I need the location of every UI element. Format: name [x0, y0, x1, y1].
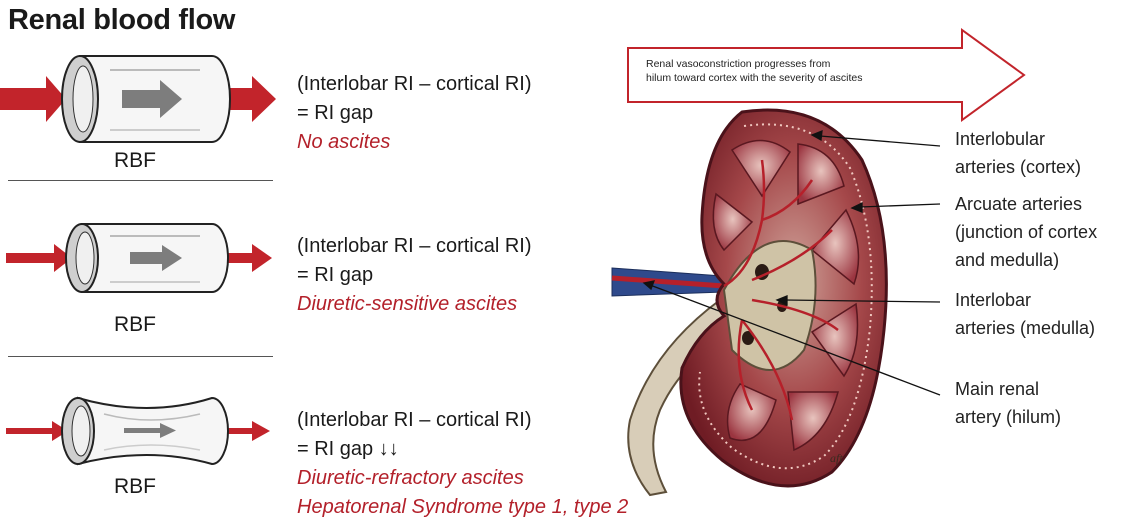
label-line: (junction of cortex: [955, 218, 1097, 246]
label-line: arteries (cortex): [955, 153, 1081, 181]
label-arcuate-arteries: Arcuate arteries (junction of cortex and…: [955, 190, 1097, 274]
label-line: Arcuate arteries: [955, 190, 1097, 218]
label-line: artery (hilum): [955, 403, 1061, 431]
label-line: Main renal: [955, 375, 1061, 403]
label-main-renal-artery: Main renal artery (hilum): [955, 375, 1061, 431]
label-line: arteries (medulla): [955, 314, 1095, 342]
label-line: Interlobular: [955, 125, 1081, 153]
label-line: Interlobar: [955, 286, 1095, 314]
label-line: and medulla): [955, 246, 1097, 274]
label-interlobar-arteries: Interlobar arteries (medulla): [955, 286, 1095, 342]
label-interlobular-arteries: Interlobular arteries (cortex): [955, 125, 1081, 181]
